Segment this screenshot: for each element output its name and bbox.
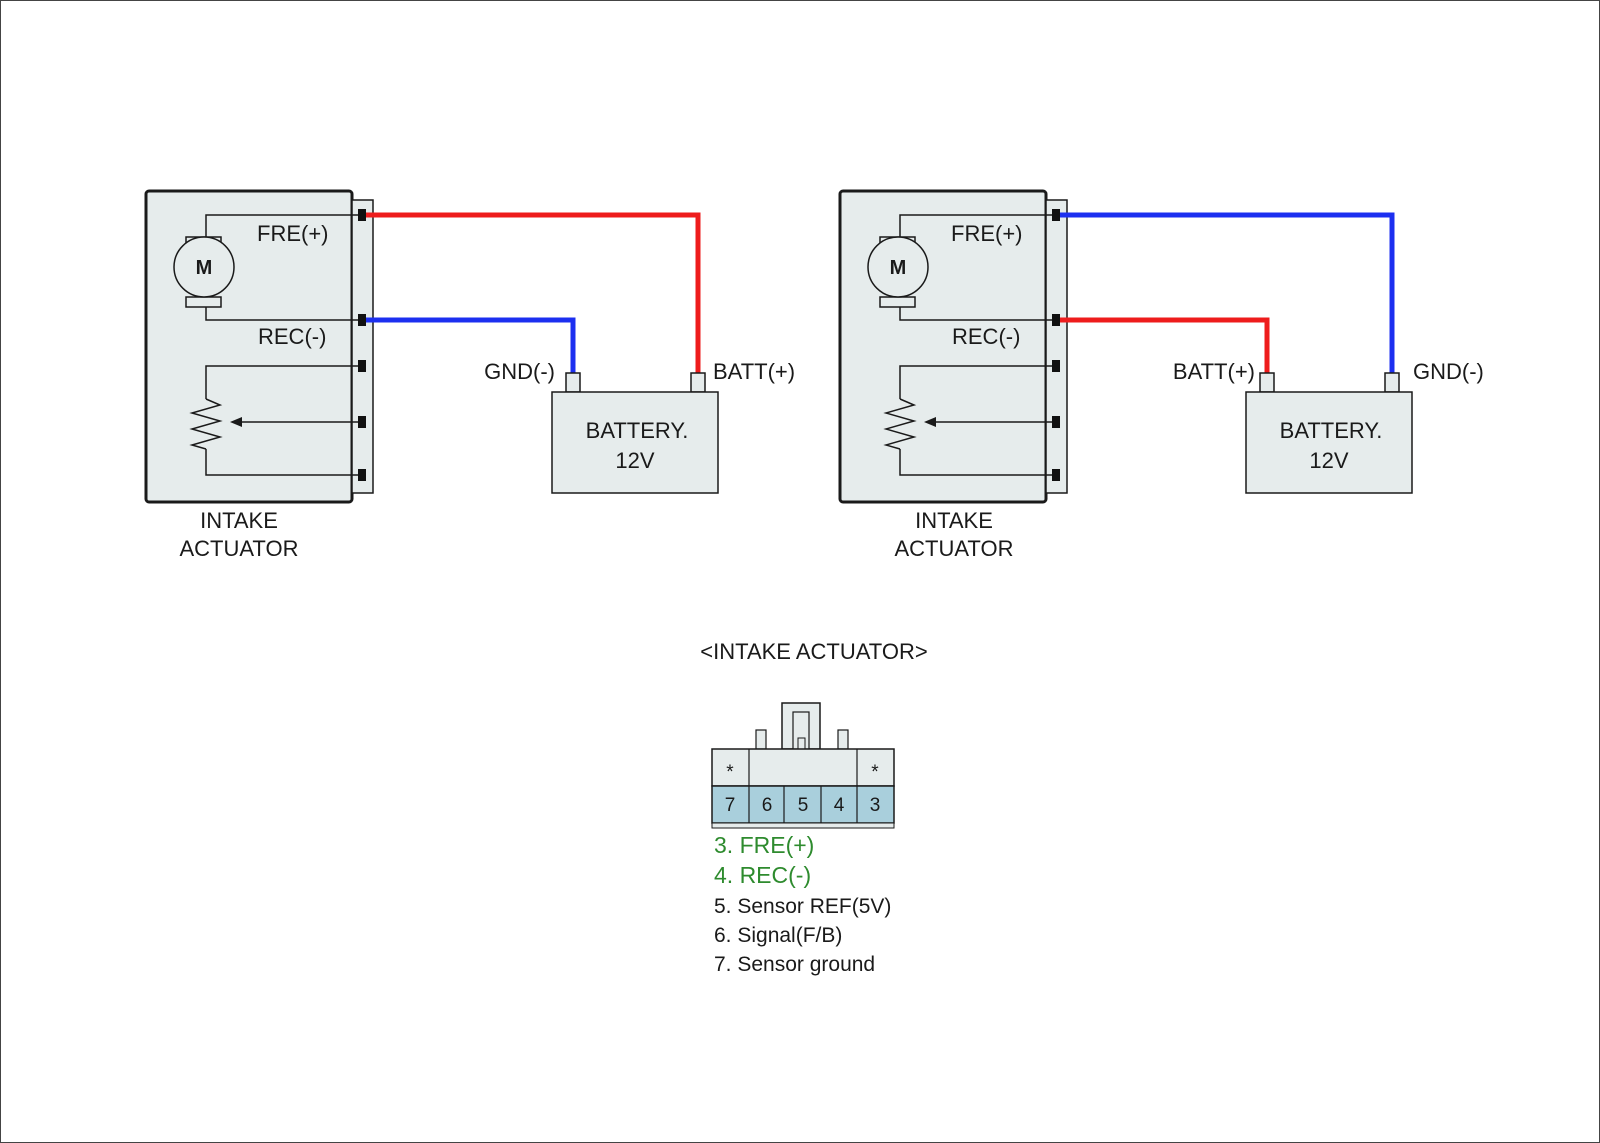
pin-number: 6 (762, 795, 773, 816)
connector-strip (1045, 199, 1068, 494)
sensor-circuit-line (205, 365, 358, 399)
rec-label: REC(-) (952, 324, 1020, 349)
connector-title: <INTAKE ACTUATOR> (700, 639, 927, 664)
wire-fre-negative (1060, 212, 1395, 373)
diagram-left: M FRE(+) REC(-) INTAKE ACTUATOR BATTERY.… (144, 189, 795, 561)
terminal-pin (358, 416, 366, 428)
terminal-pin (358, 360, 366, 372)
motor-circuit-line (205, 214, 358, 244)
batt-terminal-label: BATT(+) (1173, 359, 1255, 384)
terminal-rec (1052, 314, 1060, 326)
pin-number: 4 (834, 795, 845, 816)
diagram-right: M FRE(+) REC(-) INTAKE ACTUATOR BATTERY.… (838, 189, 1484, 561)
motor-label: M (890, 257, 907, 279)
motor-brush (879, 296, 916, 308)
connector-pin-row (711, 785, 895, 824)
terminal-rec (358, 314, 366, 326)
connector-upper-row (711, 748, 895, 787)
sensor-circuit-line (899, 449, 1052, 476)
pin-number: 5 (798, 795, 809, 816)
battery-terminal-left (1259, 372, 1275, 393)
terminal-fre (358, 209, 366, 221)
terminal-pin (1052, 469, 1060, 481)
potentiometer-icon (189, 398, 223, 450)
connector-pinout: <INTAKE ACTUATOR> * * 7 6 5 4 3 3. FRE(+… (700, 639, 927, 976)
motor-circuit-line (899, 304, 1052, 321)
terminal-pin (358, 469, 366, 481)
battery-label-line2: 12V (1309, 448, 1348, 473)
unused-pin-mark: * (726, 762, 734, 783)
pin-legend-item: 3. FRE(+) (714, 832, 814, 858)
actuator-label-line1: INTAKE (200, 508, 278, 533)
battery-terminal-left (565, 372, 581, 393)
batt-terminal-label: BATT(+) (713, 359, 795, 384)
motor-circuit-line (899, 214, 1052, 244)
connector-tab (837, 729, 849, 750)
gnd-terminal-label: GND(-) (1413, 359, 1484, 384)
fre-label: FRE(+) (951, 221, 1023, 246)
motor-icon (173, 236, 235, 298)
gnd-terminal-label: GND(-) (484, 359, 555, 384)
terminal-pin (1052, 416, 1060, 428)
wire-rec-positive (1060, 317, 1270, 373)
motor-circuit-line (205, 304, 358, 321)
pin-number: 3 (870, 795, 881, 816)
wire-rec-negative (366, 317, 576, 373)
potentiometer-icon (883, 398, 917, 450)
battery-terminal-right (690, 372, 706, 393)
battery-box (551, 391, 719, 494)
actuator-label-line2: ACTUATOR (180, 536, 299, 561)
battery-label-line2: 12V (615, 448, 654, 473)
rec-label: REC(-) (258, 324, 326, 349)
connector-bottom-ledge (711, 822, 895, 829)
battery-terminal-right (1384, 372, 1400, 393)
sensor-circuit-line (899, 365, 1052, 399)
motor-brush (185, 296, 222, 308)
actuator-label-line2: ACTUATOR (895, 536, 1014, 561)
connector-strip (351, 199, 374, 494)
connector-latch-slot (797, 737, 806, 750)
wire-fre-positive (366, 212, 701, 373)
pin-legend-item: 4. REC(-) (714, 862, 811, 888)
sensor-circuit-line (205, 449, 358, 476)
pin-legend-item: 6. Signal(F/B) (714, 924, 842, 947)
connector-tab (755, 729, 767, 750)
wiper-arrow-icon (230, 417, 242, 427)
terminal-fre (1052, 209, 1060, 221)
motor-icon (867, 236, 929, 298)
battery-box (1245, 391, 1413, 494)
actuator-label-line1: INTAKE (915, 508, 993, 533)
motor-label: M (196, 257, 213, 279)
pin-number: 7 (725, 795, 736, 816)
battery-label-line1: BATTERY. (586, 418, 689, 443)
terminal-pin (1052, 360, 1060, 372)
pin-legend-item: 7. Sensor ground (714, 953, 875, 976)
fre-label: FRE(+) (257, 221, 329, 246)
battery-label-line1: BATTERY. (1280, 418, 1383, 443)
pin-legend-item: 5. Sensor REF(5V) (714, 895, 891, 918)
unused-pin-mark: * (871, 762, 879, 783)
wiper-arrow-icon (924, 417, 936, 427)
